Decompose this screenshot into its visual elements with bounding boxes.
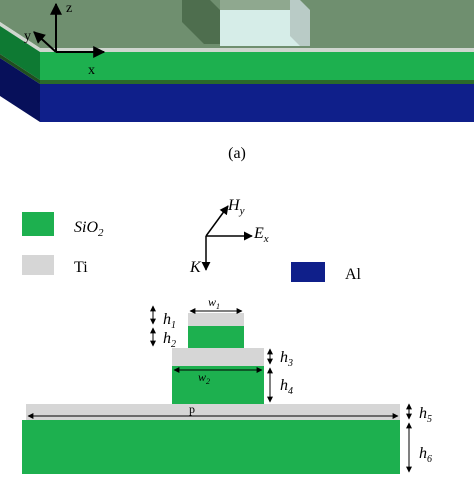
p-label: p bbox=[189, 402, 195, 416]
ridge-step bbox=[290, 0, 310, 46]
cross-section: w1 w2 p h1 h2 h3 h4 h5 h6 bbox=[22, 295, 432, 474]
interlayer-line-side bbox=[0, 54, 40, 84]
bottom-ti-layer bbox=[26, 404, 400, 420]
h-arrow bbox=[205, 205, 229, 237]
h3-label: h3 bbox=[280, 349, 293, 369]
ti-top-strip bbox=[0, 22, 474, 52]
middle-sio2-layer bbox=[172, 366, 264, 404]
sio2-front-face bbox=[40, 52, 474, 80]
ridge-left bbox=[182, 0, 220, 44]
h6-label: h6 bbox=[419, 445, 432, 465]
h1-label: h1 bbox=[163, 311, 176, 331]
field-axes: Hy Ex K bbox=[189, 197, 269, 276]
e-label: Ex bbox=[253, 225, 269, 245]
ridge-cap-top bbox=[220, 0, 290, 10]
h5-label: h5 bbox=[419, 405, 432, 425]
axis-y-label: y bbox=[24, 29, 31, 44]
axis-x-label: x bbox=[88, 63, 95, 78]
bottom-sio2-layer bbox=[22, 420, 400, 474]
k-label: K bbox=[189, 259, 202, 276]
h2-label: h2 bbox=[163, 330, 176, 350]
al-side-face bbox=[0, 58, 40, 122]
h4-label: h4 bbox=[280, 377, 293, 397]
legend-label-al: Al bbox=[345, 266, 362, 283]
legend-label-sio2: SiO2 bbox=[74, 219, 104, 239]
legend-swatch-ti bbox=[22, 255, 54, 275]
w1-label: w1 bbox=[208, 295, 220, 311]
panel-a-3d-view: z y x bbox=[0, 0, 474, 122]
axis-y bbox=[33, 31, 57, 53]
h-label: Hy bbox=[227, 197, 245, 217]
middle-ti-layer bbox=[172, 348, 264, 366]
interlayer-line bbox=[40, 80, 474, 84]
legend-swatch-al bbox=[291, 262, 325, 282]
legend-swatch-sio2 bbox=[22, 212, 54, 236]
al-front-face bbox=[40, 84, 474, 122]
legend-label-ti: Ti bbox=[74, 259, 88, 276]
top-ti-layer bbox=[188, 313, 244, 326]
panel-a-label: (a) bbox=[228, 145, 246, 162]
top-sio2-layer bbox=[188, 326, 244, 348]
legend: SiO2 Ti Al bbox=[22, 212, 362, 283]
axis-z-label: z bbox=[66, 1, 72, 16]
sio2-side-face bbox=[0, 26, 40, 80]
w2-label: w2 bbox=[198, 370, 210, 386]
